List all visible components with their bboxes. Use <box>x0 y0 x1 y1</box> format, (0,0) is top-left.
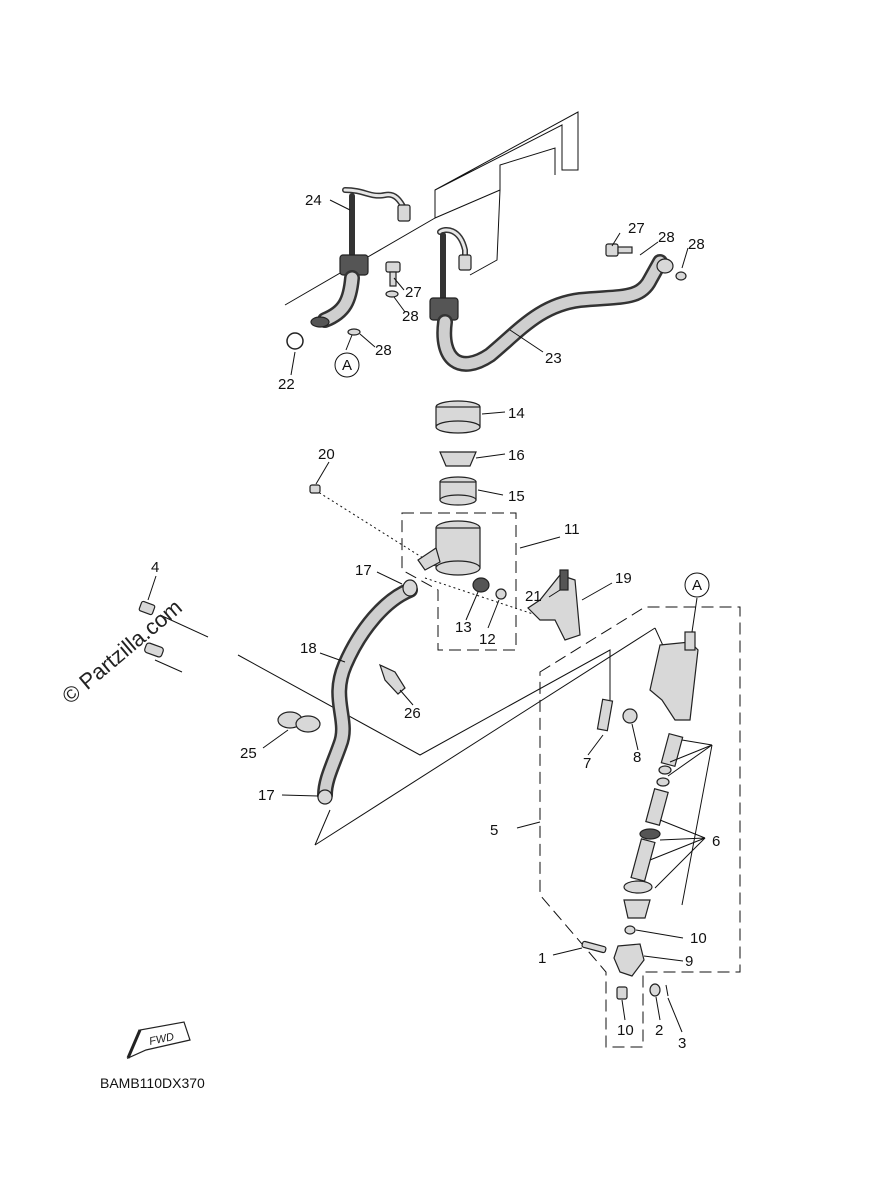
bracket-19-21 <box>527 569 581 641</box>
callout-27: 27 <box>628 220 645 237</box>
watermark: © Partzilla.com <box>57 594 187 708</box>
callout-7: 7 <box>583 755 591 772</box>
clip-26 <box>378 663 406 695</box>
joint-9 <box>613 925 645 977</box>
grommet-13 <box>472 577 490 593</box>
callout-28: 28 <box>688 236 705 253</box>
callout-27: 27 <box>405 284 422 301</box>
diaphragm-16 <box>439 451 477 467</box>
callout-12: 12 <box>479 631 496 648</box>
callout-labels: 24 27 28 28 27 28 28 23 22 14 16 20 15 1… <box>151 192 720 1052</box>
callout-3: 3 <box>678 1035 686 1052</box>
callout-11: 11 <box>564 521 580 538</box>
union-bolt-27 <box>385 261 401 287</box>
diaphragm-holder-15 <box>439 476 477 506</box>
callout-4: 4 <box>151 559 159 576</box>
bolt-12 <box>495 588 507 600</box>
callout-17: 17 <box>258 787 275 804</box>
hose-clamp-25 <box>277 711 321 733</box>
piston-kit-6 <box>623 732 684 894</box>
callout-28: 28 <box>402 308 419 325</box>
reservoir-cap-14 <box>435 400 481 434</box>
cotter-pin-3 <box>665 984 669 997</box>
brake-hose-23 <box>429 227 674 372</box>
diagram-code: BAMB110DX370 <box>100 1075 205 1091</box>
reservoir-hose-18 <box>317 579 418 805</box>
washer-2 <box>649 983 661 997</box>
nut-8 <box>622 708 638 724</box>
callout-10: 10 <box>690 930 707 947</box>
leader-lines <box>147 199 713 1033</box>
callout-13: 13 <box>455 619 472 636</box>
callout-2: 2 <box>655 1022 663 1039</box>
callout-5: 5 <box>490 822 498 839</box>
callout-20: 20 <box>318 446 335 463</box>
callout-22: 22 <box>278 376 295 393</box>
ref-marker-a-top: A <box>334 352 360 378</box>
callout-9: 9 <box>685 953 693 970</box>
brake-hose-24 <box>310 187 411 328</box>
guide-lines <box>154 111 666 846</box>
callout-17: 17 <box>355 562 372 579</box>
callout-15: 15 <box>508 488 525 505</box>
svg-text:A: A <box>692 577 702 594</box>
callout-26: 26 <box>404 705 421 722</box>
screw-20 <box>309 484 321 494</box>
callout-18: 18 <box>300 640 317 657</box>
pin-10 <box>616 986 628 1000</box>
callout-16: 16 <box>508 447 525 464</box>
reservoir-tank-11 <box>417 520 481 576</box>
callout-6: 6 <box>712 833 720 850</box>
rod-7 <box>596 698 614 732</box>
callout-21: 21 <box>525 588 542 605</box>
callout-28: 28 <box>375 342 392 359</box>
callout-24: 24 <box>305 192 322 209</box>
gaskets-28 <box>347 271 687 336</box>
clip-22 <box>286 332 304 350</box>
ref-marker-a-right: A <box>684 572 710 598</box>
svg-text:FWD: FWD <box>148 1031 175 1048</box>
callout-25: 25 <box>240 745 257 762</box>
callout-1: 1 <box>538 950 546 967</box>
assembly-boundaries <box>314 489 741 1048</box>
forward-arrow-icon: FWD <box>126 1021 191 1060</box>
bolt-1 <box>581 940 607 954</box>
boot-part <box>623 899 651 919</box>
pin-4 <box>138 600 164 658</box>
callout-23: 23 <box>545 350 562 367</box>
callout-19: 19 <box>615 570 632 587</box>
callout-10: 10 <box>617 1022 634 1039</box>
svg-text:A: A <box>342 357 352 374</box>
callout-28: 28 <box>658 229 675 246</box>
callout-14: 14 <box>508 405 525 422</box>
callout-8: 8 <box>633 749 641 766</box>
master-cylinder-body <box>649 631 699 721</box>
union-bolt-27-right <box>605 243 633 257</box>
